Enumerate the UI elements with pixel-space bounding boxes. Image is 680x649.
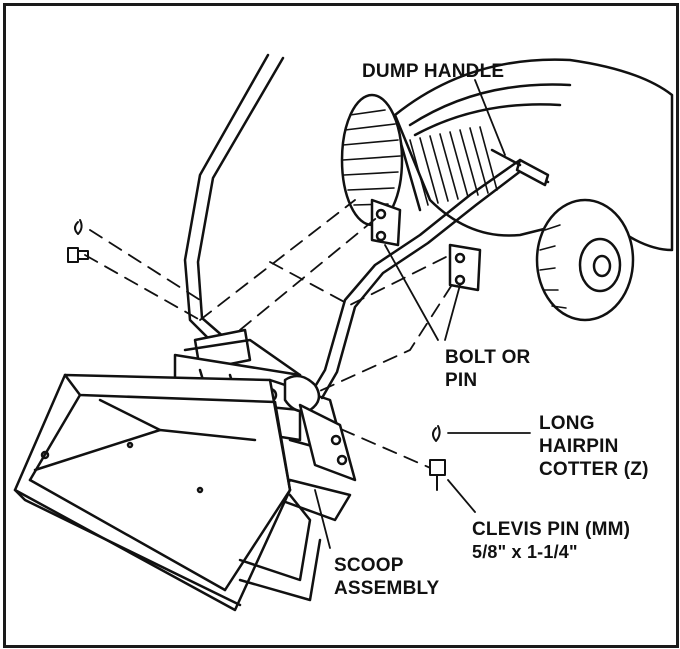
label-long-hairpin-cotter-line3: COTTER (Z) bbox=[539, 459, 649, 480]
alignment-lines bbox=[84, 199, 456, 471]
label-clevis-pin-line2: 5/8" x 1-1/4" bbox=[472, 542, 578, 562]
tractor bbox=[340, 58, 674, 322]
scoop-bucket bbox=[13, 373, 322, 612]
leader-lines bbox=[314, 79, 531, 549]
label-dump-handle-text: DUMP HANDLE bbox=[362, 61, 505, 82]
label-clevis-pin-line1: CLEVIS PIN (MM) bbox=[472, 519, 631, 540]
label-bolt-or-pin-line1: BOLT OR bbox=[445, 347, 531, 368]
left-hairpin-cotter bbox=[74, 219, 83, 235]
label-clevis-pin: CLEVIS PIN (MM) 5/8" x 1-1/4" bbox=[472, 518, 630, 564]
label-dump-handle: DUMP HANDLE bbox=[362, 60, 504, 83]
clevis-pin-part bbox=[429, 459, 446, 491]
long-hairpin-cotter-part bbox=[432, 425, 441, 442]
label-scoop-assembly-line2: ASSEMBLY bbox=[334, 578, 440, 599]
left-lift-arm bbox=[183, 53, 285, 372]
label-scoop-assembly: SCOOP ASSEMBLY bbox=[334, 554, 439, 600]
label-bolt-or-pin: BOLT OR PIN bbox=[445, 346, 530, 392]
left-clevis-pin bbox=[67, 247, 89, 263]
label-scoop-assembly-line1: SCOOP bbox=[334, 555, 404, 576]
label-long-hairpin-cotter: LONG HAIRPIN COTTER (Z) bbox=[539, 412, 649, 481]
label-bolt-or-pin-line2: PIN bbox=[445, 370, 478, 391]
right-lift-arm bbox=[308, 148, 550, 400]
label-long-hairpin-cotter-line2: HAIRPIN bbox=[539, 436, 619, 457]
label-long-hairpin-cotter-line1: LONG bbox=[539, 413, 595, 434]
